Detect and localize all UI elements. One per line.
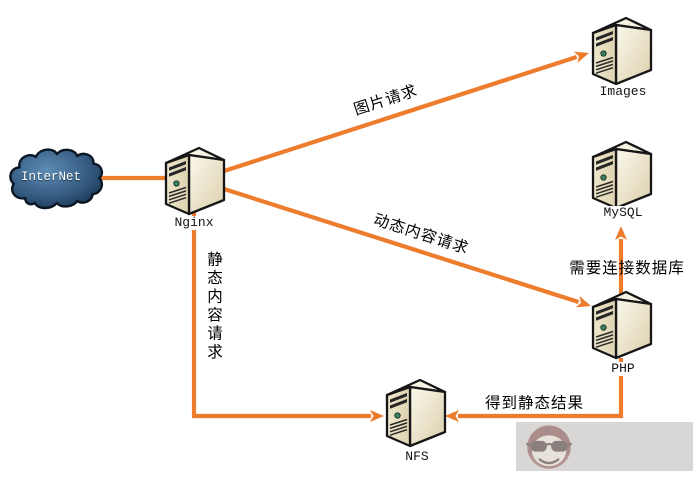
nfs-server-icon	[384, 374, 448, 452]
php-server-icon	[590, 286, 654, 364]
mysql-server-icon	[590, 136, 654, 214]
nginx-server-icon	[163, 142, 227, 220]
monkey-face-sunglasses-icon	[525, 425, 573, 469]
images-server-icon	[590, 12, 654, 90]
edge-nginx-nfs	[191, 212, 384, 422]
edge-label-static-result: 得到静态结果	[485, 395, 585, 412]
edge-label-static-content-request: 静态内容请求	[205, 251, 222, 362]
images-label: Images	[590, 85, 656, 99]
nginx-label: Nginx	[161, 216, 227, 230]
watermark	[516, 422, 693, 471]
php-label: PHP	[590, 362, 656, 376]
edge-nginx-php	[220, 185, 591, 308]
mysql-label: MySQL	[590, 206, 656, 220]
nfs-label: NFS	[383, 450, 451, 464]
edge-php-nfs	[445, 358, 624, 422]
edge-label-need-database: 需要连接数据库	[569, 260, 685, 277]
internet-label: InterNet	[20, 170, 81, 184]
edge-nginx-images	[220, 51, 589, 174]
